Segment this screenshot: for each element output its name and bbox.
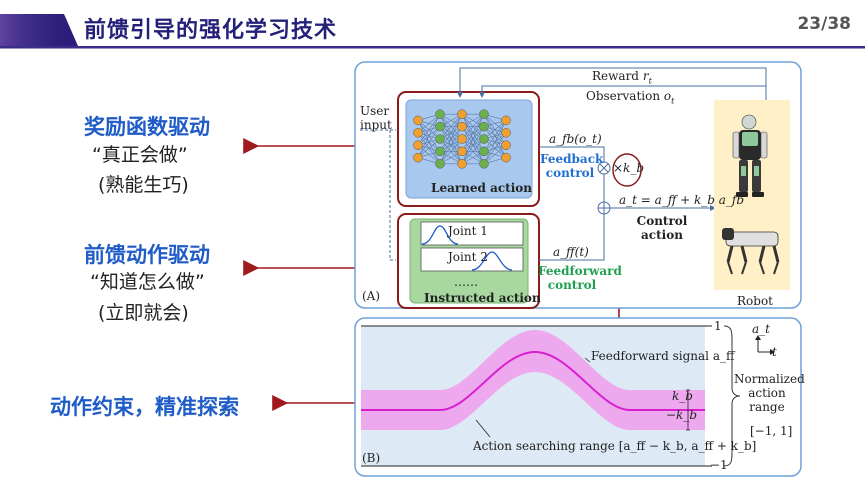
page-number: 23/38 bbox=[797, 14, 851, 34]
kb-label: ×k_b bbox=[613, 161, 645, 175]
reward-driven-line1: “真正会做” bbox=[92, 144, 188, 166]
nn-node bbox=[435, 134, 445, 144]
aff-label: a_ff(t) bbox=[553, 245, 589, 259]
reward-symbol: r bbox=[642, 69, 649, 83]
control-action-label: Control action bbox=[636, 214, 688, 242]
action-search-band bbox=[361, 330, 705, 430]
learned-action-label: Learned action bbox=[431, 181, 533, 195]
observation-label: Observation ot bbox=[586, 89, 674, 105]
nn-node bbox=[457, 146, 467, 157]
neural-network-icon bbox=[413, 109, 511, 169]
y-bottom-label: −1 bbox=[710, 458, 728, 472]
feedforward-driven-heading: 前馈动作驱动 bbox=[84, 243, 210, 267]
nn-node bbox=[479, 121, 489, 132]
reward-text: Reward bbox=[592, 69, 639, 83]
kb-upper-label: k_b bbox=[672, 389, 693, 403]
humanoid-robot-icon bbox=[732, 114, 768, 197]
nn-node bbox=[435, 109, 445, 119]
axis-y-label: a_t bbox=[752, 322, 770, 336]
nn-node bbox=[413, 152, 423, 163]
nn-node bbox=[479, 134, 489, 144]
robot-label: Robot bbox=[737, 294, 773, 308]
y-top-label: 1 bbox=[714, 319, 722, 333]
feedforward-signal-label: Feedforward signal a_ff bbox=[591, 349, 735, 363]
nn-node bbox=[501, 128, 511, 138]
joint1-label: Joint 1 bbox=[448, 224, 488, 238]
range-label: [−1, 1] bbox=[750, 424, 793, 438]
quadruped-robot-icon bbox=[722, 228, 780, 275]
instructed-action-label: Instructed action bbox=[424, 291, 541, 305]
nn-node bbox=[479, 159, 489, 169]
nn-node bbox=[479, 109, 489, 119]
nn-node bbox=[501, 152, 511, 163]
reward-label: Reward rt bbox=[592, 69, 652, 85]
nn-node bbox=[413, 128, 423, 138]
nn-node bbox=[457, 134, 467, 144]
nn-node bbox=[435, 121, 445, 132]
feedforward-driven-line1: “知道怎么做” bbox=[90, 271, 205, 293]
reward-driven-heading: 奖励函数驱动 bbox=[84, 115, 210, 139]
reward-driven-line2: (熟能生巧) bbox=[98, 174, 189, 196]
feedback-control-label: Feedback control bbox=[540, 152, 604, 180]
nn-node bbox=[457, 159, 467, 169]
nn-node bbox=[435, 146, 445, 157]
observation-symbol: o bbox=[663, 89, 672, 103]
joint-ellipsis: …… bbox=[454, 275, 478, 289]
observation-subscript: t bbox=[671, 96, 675, 106]
feedforward-driven-line2: (立即就会) bbox=[98, 302, 189, 324]
nn-node bbox=[479, 146, 489, 157]
reward-subscript: t bbox=[648, 76, 652, 86]
afb-label: a_fb(o_t) bbox=[549, 132, 602, 146]
joint1-wave bbox=[421, 225, 459, 245]
slide-title: 前馈引导的强化学习技术 bbox=[84, 18, 338, 43]
axis-x-label: t bbox=[772, 345, 777, 359]
joint2-label: Joint 2 bbox=[448, 250, 488, 264]
control-equation: a_t = a_ff + k_b a_fb bbox=[619, 193, 745, 207]
kb-lower-label: −k_b bbox=[666, 408, 698, 422]
observation-text: Observation bbox=[586, 89, 661, 103]
nn-node bbox=[501, 140, 511, 150]
search-range-label: Action searching range [a_ff − k_b, a_ff… bbox=[473, 439, 757, 453]
nn-node bbox=[435, 159, 445, 169]
nn-node bbox=[457, 121, 467, 132]
panel-b-label: (B) bbox=[362, 451, 381, 465]
nn-node bbox=[413, 115, 423, 126]
nn-node bbox=[413, 140, 423, 150]
nn-node bbox=[457, 109, 467, 119]
user-input-label: User input bbox=[360, 104, 392, 132]
header-bar bbox=[0, 14, 865, 49]
nn-node bbox=[501, 115, 511, 126]
feedforward-control-label: Feedforward control bbox=[538, 264, 622, 292]
constraint-heading: 动作约束，精准探索 bbox=[50, 395, 239, 419]
feedforward-signal-line bbox=[361, 350, 705, 411]
normalized-range-label: Normalized action range bbox=[734, 372, 805, 414]
panel-a-label: (A) bbox=[362, 289, 381, 303]
joint2-wave bbox=[471, 251, 513, 271]
